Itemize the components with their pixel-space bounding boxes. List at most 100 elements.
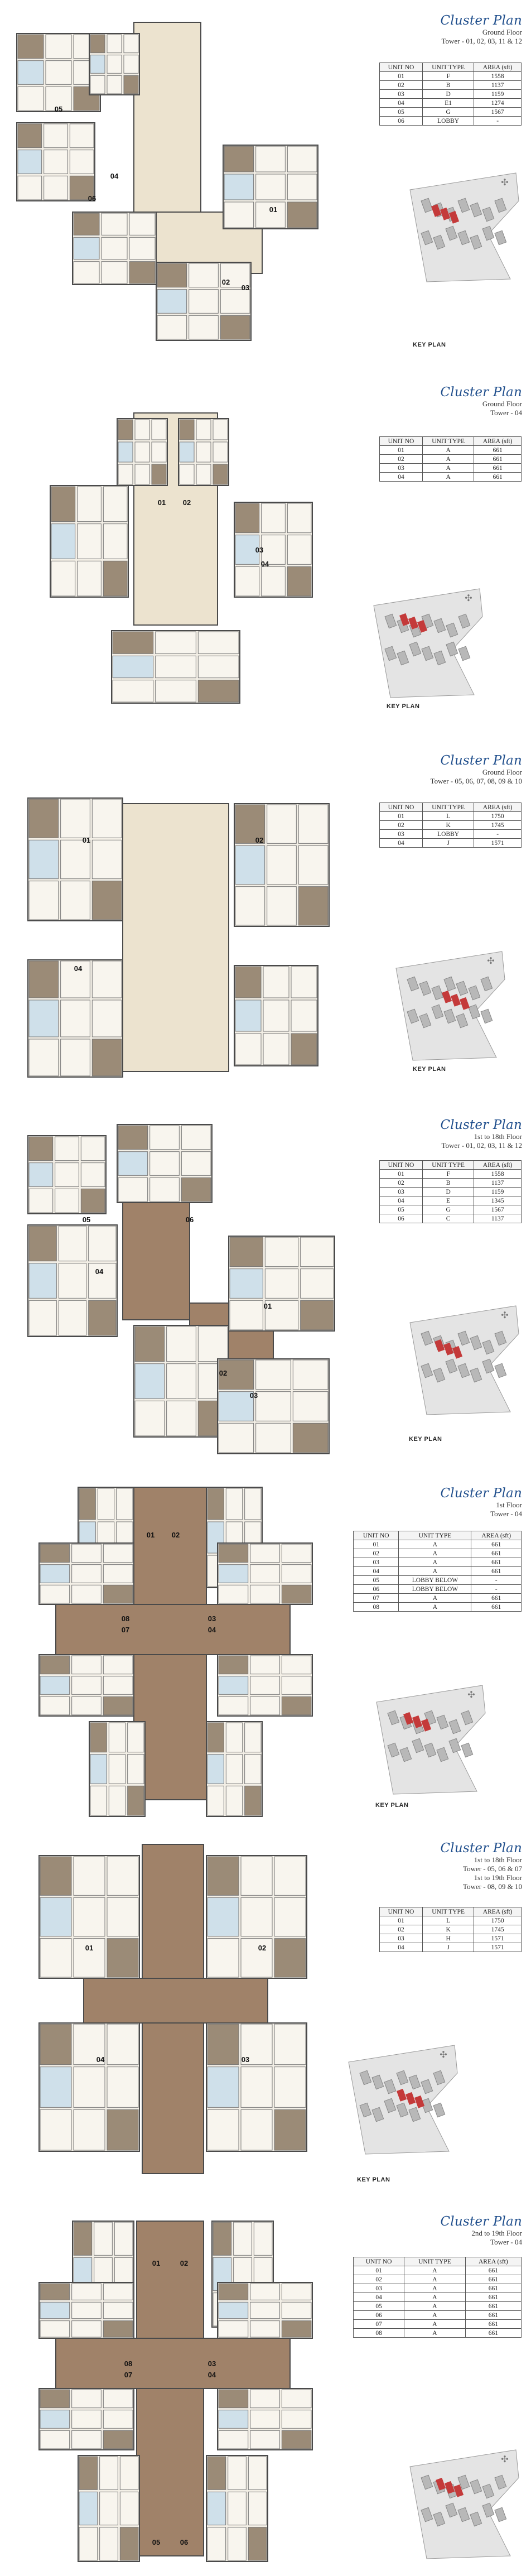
plan-title: Cluster Plan [440, 13, 522, 28]
north-arrow-icon: ✣ [501, 1311, 508, 1320]
building-block [371, 2074, 384, 2090]
table-cell: J [422, 838, 475, 848]
table-cell: 1745 [474, 1925, 522, 1934]
table-cell: 01 [379, 445, 423, 455]
building-block [384, 613, 397, 629]
table-cell: 06 [353, 2310, 405, 2320]
table-cell: 1571 [474, 838, 522, 848]
table-cell: LOBBY BELOW [398, 1575, 472, 1585]
apartment-unit [178, 418, 229, 486]
unit-number-label: 04 [96, 2055, 105, 2064]
highlighted-tower [442, 990, 452, 1003]
table-cell: LOBBY [422, 116, 475, 126]
table-cell: 04 [353, 2293, 405, 2302]
table-cell: A [398, 1566, 472, 1576]
table-cell: 1571 [474, 1934, 522, 1943]
highlighted-tower [444, 2481, 455, 2494]
table-cell: 1558 [474, 1169, 522, 1179]
site-outline [376, 1685, 486, 1795]
unit-number-label: 01 [264, 1302, 272, 1310]
table-cell: C [422, 1214, 475, 1223]
apartment-unit [156, 262, 252, 341]
table-cell: 02 [353, 1549, 399, 1558]
table-cell: LOBBY BELOW [398, 1584, 472, 1594]
table-cell: 01 [379, 811, 423, 821]
table-cell: E [422, 1196, 475, 1205]
building-block [457, 2507, 470, 2522]
building-block [461, 1742, 474, 1758]
table-cell: A [404, 2310, 466, 2320]
apartment-unit [38, 2388, 134, 2450]
key-plan-map: ✣ [390, 946, 510, 1066]
building-block [359, 2070, 372, 2085]
apartment-unit [217, 1542, 313, 1605]
table-cell: 03 [379, 463, 423, 473]
column-header: UNIT TYPE [422, 1160, 475, 1170]
highlighted-tower [443, 1342, 454, 1356]
table-cell: 01 [379, 71, 423, 81]
building-block [461, 1710, 474, 1726]
building-block [433, 2511, 446, 2527]
building-block [431, 1004, 444, 1020]
plan-title: Cluster Plan [440, 753, 522, 768]
building-block [482, 206, 495, 222]
table-cell: 05 [379, 107, 423, 117]
apartment-unit [206, 1721, 263, 1817]
table-cell: A [404, 2293, 466, 2302]
building-block [470, 2479, 482, 2495]
building-block [421, 2474, 433, 2490]
table-cell: 07 [353, 1593, 399, 1603]
building-block [443, 976, 456, 992]
unit-number-label: 05 [83, 1215, 90, 1224]
apartment-unit [117, 1124, 213, 1203]
table-cell: - [471, 1575, 522, 1585]
plan-subtitle-line: Ground Floor [482, 400, 522, 408]
table-cell: A [422, 454, 475, 464]
building-block [421, 2507, 433, 2522]
table-cell: 1137 [474, 1178, 522, 1188]
north-arrow-icon: ✣ [501, 2455, 508, 2464]
unit-number-label: 01 [147, 1531, 155, 1539]
table-cell: 1159 [474, 89, 522, 99]
apartment-unit [27, 797, 123, 921]
building-block [387, 1742, 400, 1758]
building-block [424, 1742, 437, 1758]
table-cell: K [422, 1925, 475, 1934]
highlighted-tower [417, 619, 428, 633]
highlighted-tower [440, 207, 451, 220]
table-cell: K [422, 820, 475, 830]
table-cell: 661 [474, 454, 522, 464]
table-cell: 03 [379, 1934, 423, 1943]
apartment-unit [117, 418, 168, 486]
key-plan-map: ✣ [371, 1680, 491, 1800]
table-cell: 1567 [474, 1205, 522, 1214]
plan-subtitle-line: Tower - 04 [490, 2238, 522, 2246]
unit-number-label: 06 [88, 194, 96, 203]
plan-subtitle-line: 1st to 19th Floor [474, 1873, 522, 1882]
apartment-unit [234, 502, 313, 598]
building-block [494, 1363, 507, 1378]
unit-number-label: 07 [122, 1626, 129, 1634]
unit-number-label: 04 [208, 2371, 216, 2379]
table-cell: A [404, 2301, 466, 2311]
table-cell: 02 [379, 80, 423, 90]
apartment-unit [78, 2455, 140, 2562]
plan-subtitle-line: Tower - 08, 09 & 10 [463, 1882, 522, 1891]
key-plan-svg: ✣ [409, 2449, 519, 2559]
